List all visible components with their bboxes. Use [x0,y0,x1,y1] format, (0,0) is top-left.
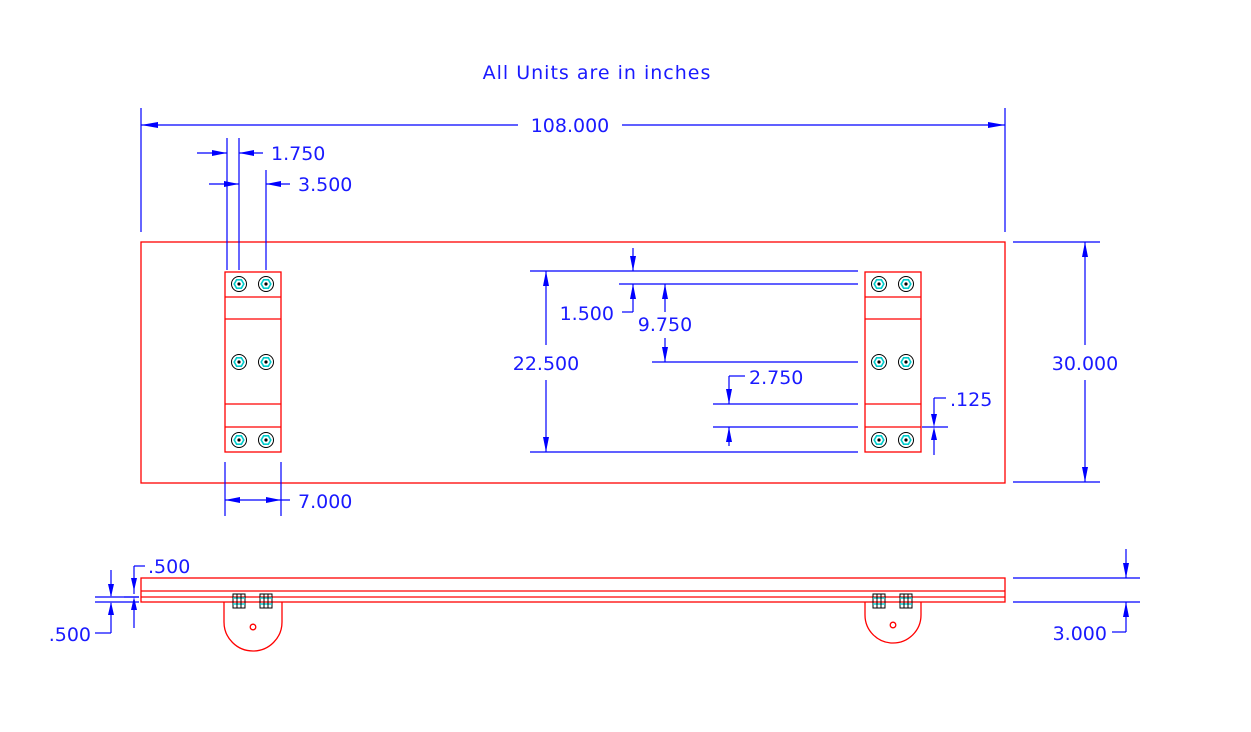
dimension-bolt-row-spacing: 9.750 [638,284,858,363]
bolt-icon [257,275,275,293]
side-view [140,577,1006,652]
dimension-overall-height: 3.000 [1013,549,1140,645]
dimension-clamp-length: 22.500 [513,270,858,453]
dimension-label: .500 [148,556,190,578]
bolt-icon [870,275,888,293]
bolt-icon [257,353,275,371]
dimension-overall-width: 30.000 [1013,241,1118,483]
dimension-label: .125 [950,389,992,411]
dimension-label: 7.000 [298,491,352,513]
bolt-side-icon [232,593,246,609]
dimension-label: 3.000 [1053,623,1107,645]
units-note: All Units are in inches [483,62,712,84]
dimension-overall-length: 108.000 [140,108,1006,232]
bolt-side-icon [259,593,273,609]
bolt-icon [897,275,915,293]
right-bracket [864,602,922,644]
bolt-icon [897,431,915,449]
right-clamp [864,271,922,453]
side-plate-outline [140,577,1006,603]
left-bracket [223,602,283,652]
dimension-label: 1.750 [271,143,325,165]
bolt-icon [870,353,888,371]
top-plate-outline [140,241,1006,484]
bolt-side-icon [872,593,886,609]
dimension-label: .500 [49,624,91,646]
dimension-label: 108.000 [531,115,610,137]
bolt-icon [870,431,888,449]
dimension-clamp-offset: 1.750 [197,138,325,270]
dimension-label: 9.750 [638,314,692,336]
dimension-bolt-spacing: 3.500 [209,170,352,270]
dimension-plate-thickness-left: .500 [124,556,190,628]
dimension-segment-offset: 2.750 [713,367,858,446]
dimension-clamp-width: 7.000 [224,462,352,516]
dimension-label: 30.000 [1052,353,1118,375]
dimension-top-offset: 1.500 [560,248,858,325]
dimension-label: 1.500 [560,303,614,325]
bolt-icon [257,431,275,449]
dimension-gap: .125 [922,389,992,455]
dimension-label: 2.750 [749,367,803,389]
dimension-label: 22.500 [513,353,579,375]
bolt-side-icon [899,593,913,609]
dimension-label: 3.500 [298,174,352,196]
bolt-icon [230,275,248,293]
bolt-icon [230,353,248,371]
dimension-plate-thickness-right: .500 [49,570,139,646]
left-clamp [224,271,282,453]
bolt-icon [230,431,248,449]
bolt-icon [897,353,915,371]
